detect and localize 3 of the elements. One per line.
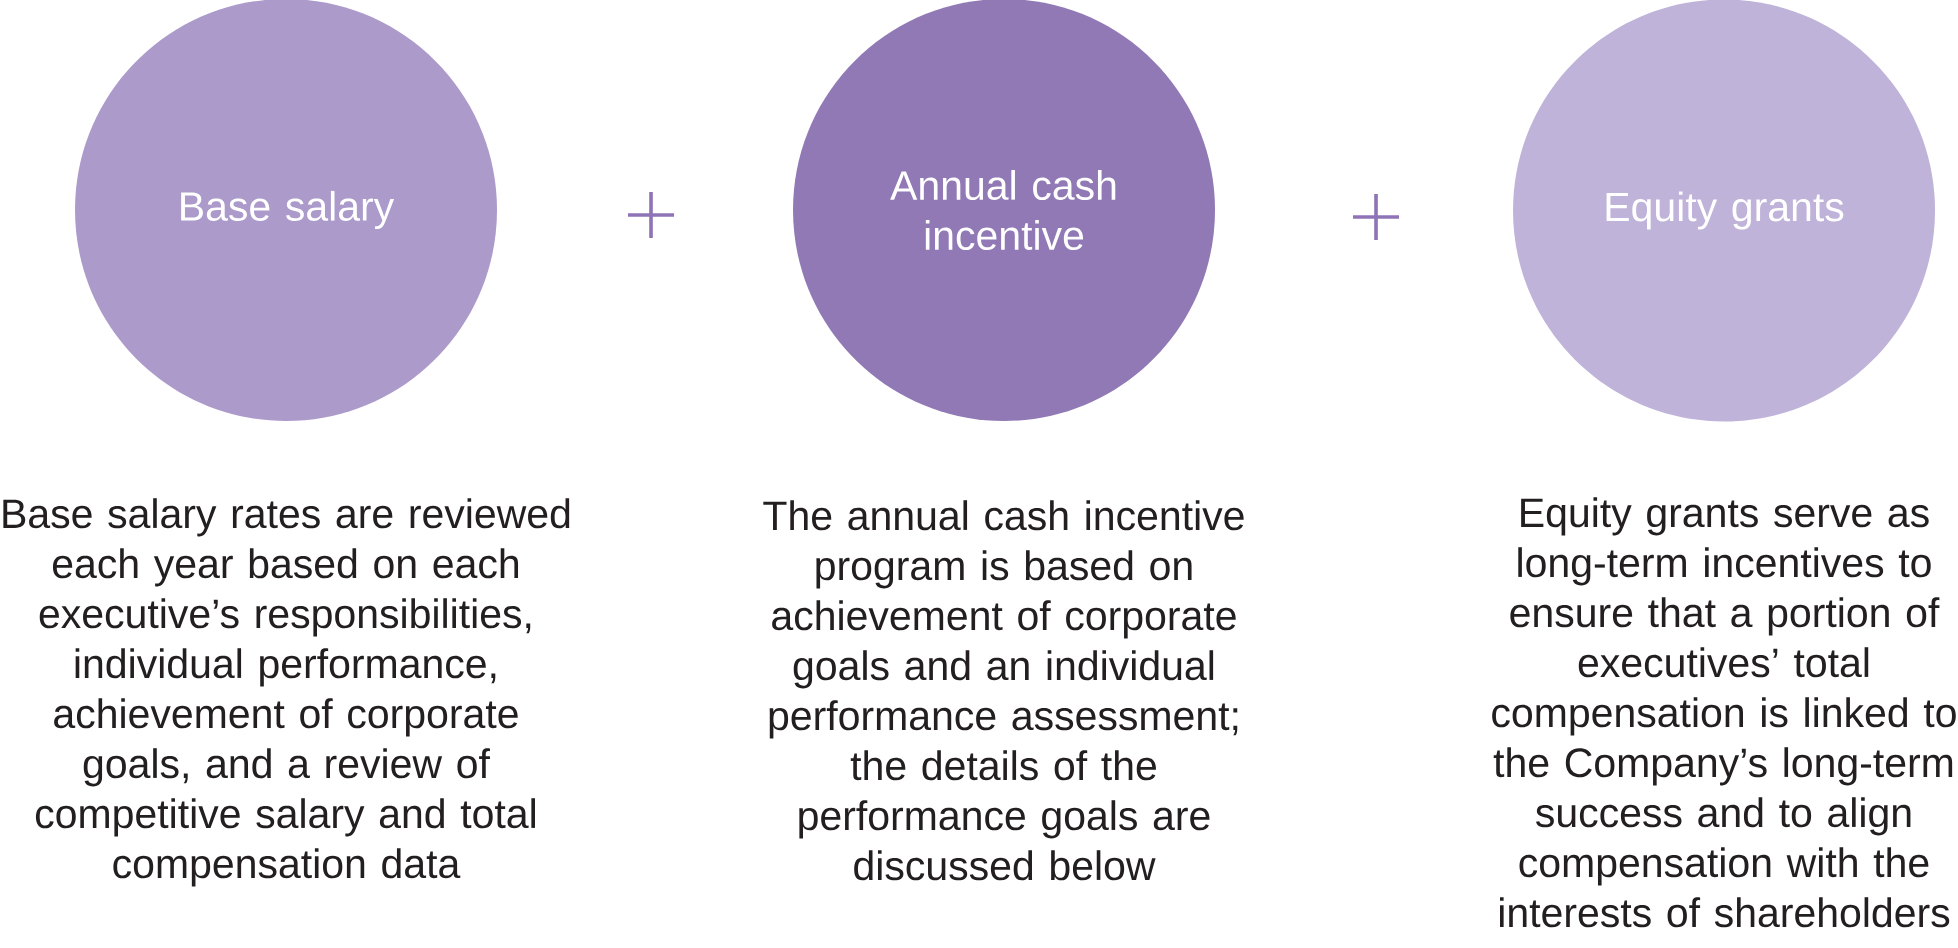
description-text: Base salary rates are reviewed each year based on each executive’s responsibilities, individual performance, achievement of corporate goals, and a review of competitive salary and total compensation data	[3, 498, 570, 887]
description-text: Equity grants serve as long-term incentives to ensure that a portion of executives’ total compensation is linked to the Company’s long-term success and to align compensation with the interests of shareholders	[1492, 497, 1956, 928]
description-text: The annual cash incentive program is based on achievement of corporate goals and an individual performance assessment; the details of the performance goals are discussed below	[763, 500, 1244, 881]
